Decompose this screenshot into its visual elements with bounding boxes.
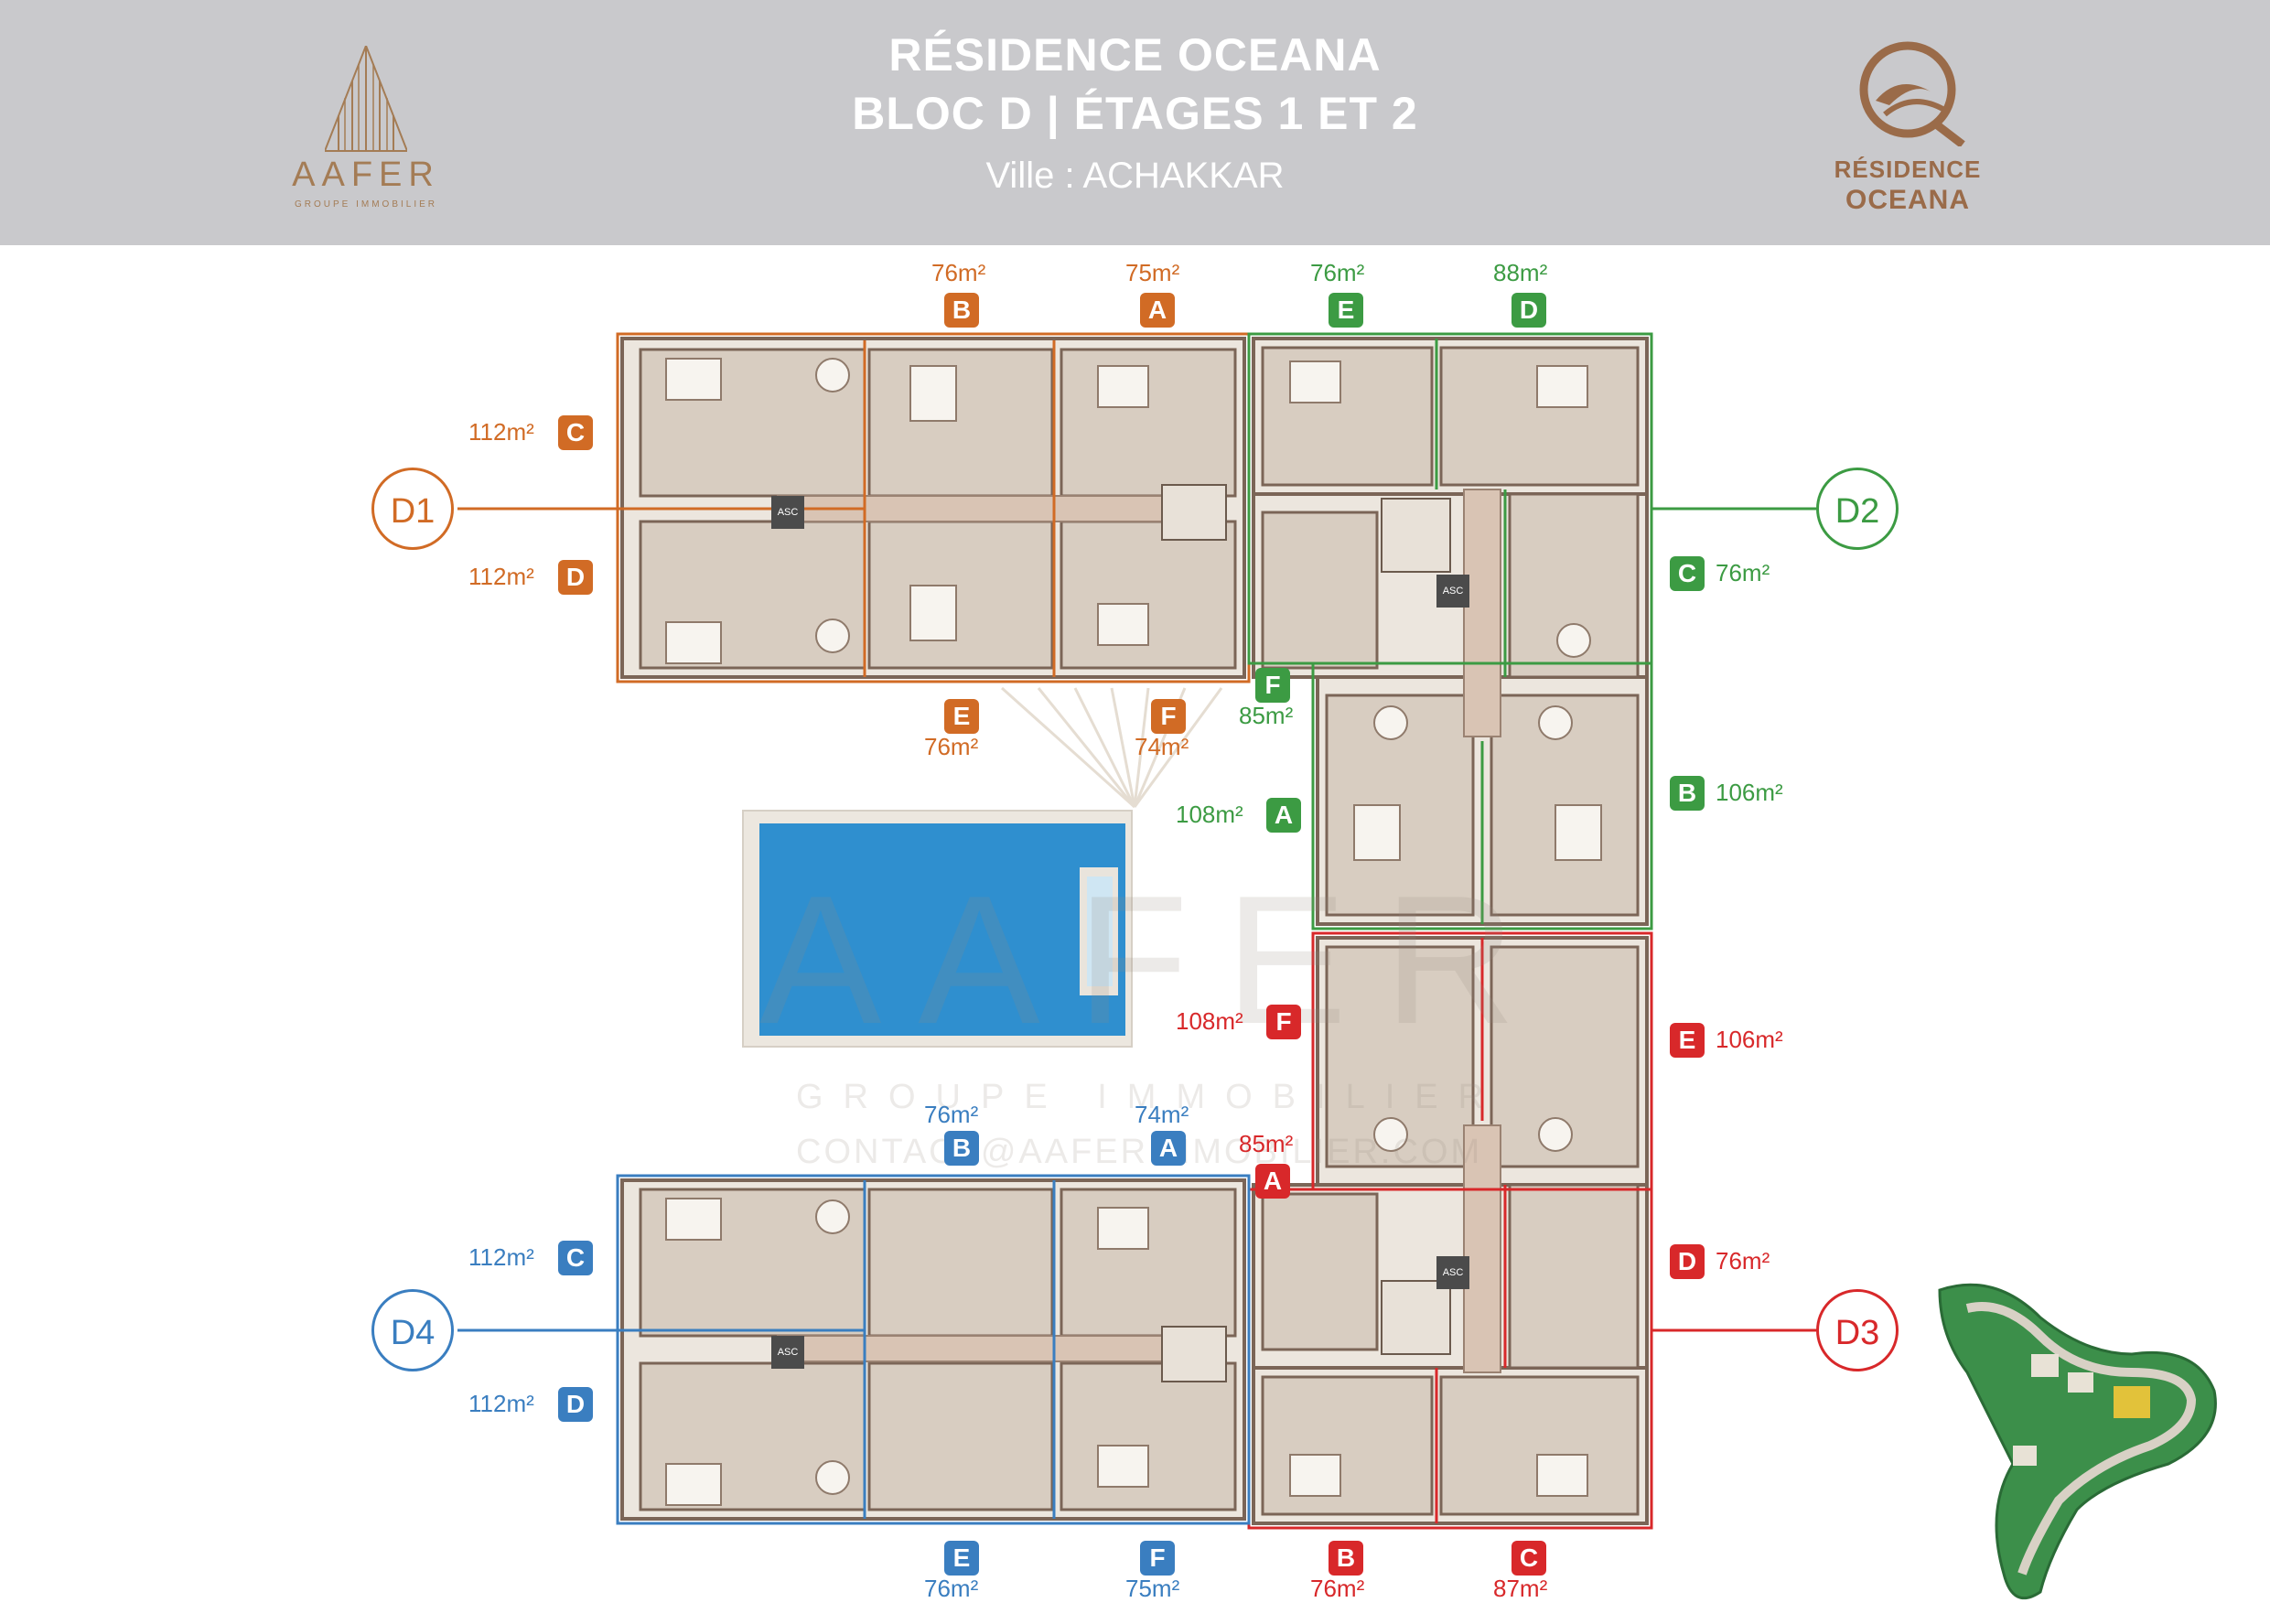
watermark-line1: GROUPE IMMOBILIER	[796, 1078, 1504, 1116]
d2-d-tag: D	[1512, 293, 1546, 328]
oceana-logo-line1: RÉSIDENCE	[1834, 156, 1982, 183]
bloc-label-d3: D3	[1816, 1289, 1899, 1371]
bloc-d2-plan	[1247, 332, 1816, 930]
watermark-big: AAFER	[759, 858, 1553, 1062]
d4-f-tag: F	[1140, 1541, 1175, 1576]
d1-c-area: 112m²	[468, 418, 534, 446]
d4-b-area: 76m²	[924, 1101, 979, 1128]
d2-c-tag: C	[1670, 556, 1705, 591]
d3-e-area: 106m²	[1716, 1026, 1783, 1053]
d2-e-area: 76m²	[1310, 259, 1365, 286]
d2-b-area: 106m²	[1716, 779, 1783, 806]
d2-c-area: 76m²	[1716, 559, 1770, 586]
d3-f-area: 108m²	[1176, 1007, 1243, 1035]
d4-b-tag: B	[944, 1131, 979, 1166]
d4-a-tag: A	[1151, 1131, 1186, 1166]
d1-c-tag: C	[558, 415, 593, 450]
d1-f-area: 74m²	[1135, 733, 1189, 760]
elevator-d3: ASC	[1436, 1256, 1469, 1289]
d3-d-area: 76m²	[1716, 1247, 1770, 1274]
oceana-logo-icon	[1859, 41, 1965, 146]
d2-f-tag: F	[1255, 668, 1290, 703]
d4-e-tag: E	[944, 1541, 979, 1576]
bloc-d1-plan	[457, 332, 1251, 683]
d1-e-area: 76m²	[924, 733, 979, 760]
aafer-logo-tagline: GROUPE IMMOBILIER	[294, 199, 437, 210]
oceana-logo-line2: OCEANA	[1845, 185, 1970, 215]
bloc-label-d4: D4	[371, 1289, 454, 1371]
bloc-d3-plan	[1247, 931, 1816, 1530]
d4-c-area: 112m²	[468, 1243, 534, 1271]
d3-b-tag: B	[1329, 1541, 1363, 1576]
page-subtitle: Ville : ACHAKKAR	[985, 156, 1285, 196]
d4-d-area: 112m²	[468, 1390, 534, 1417]
d1-d-area: 112m²	[468, 563, 534, 590]
d3-b-area: 76m²	[1310, 1575, 1365, 1602]
d1-a-area: 75m²	[1125, 259, 1180, 286]
bloc-label-d1: D1	[371, 468, 454, 550]
d3-a-area: 85m²	[1239, 1130, 1294, 1157]
elevator-d2: ASC	[1436, 575, 1469, 608]
d3-a-tag: A	[1255, 1164, 1290, 1199]
d1-f-tag: F	[1151, 699, 1186, 734]
swimming-pool	[742, 810, 1133, 1048]
d1-e-tag: E	[944, 699, 979, 734]
d4-a-area: 74m²	[1135, 1101, 1189, 1128]
oceana-logo: RÉSIDENCE OCEANA	[1807, 37, 2008, 229]
d4-c-tag: C	[558, 1241, 593, 1275]
d4-f-area: 75m²	[1125, 1575, 1180, 1602]
d3-d-tag: D	[1670, 1244, 1705, 1279]
header-bar: AAFER GROUPE IMMOBILIER RÉSIDENCE OCEANA…	[0, 0, 2270, 245]
d1-a-tag: A	[1140, 293, 1175, 328]
d3-c-tag: C	[1512, 1541, 1546, 1576]
floor-plan	[457, 332, 2217, 1600]
d1-b-area: 76m²	[931, 259, 986, 286]
d4-e-area: 76m²	[924, 1575, 979, 1602]
d2-f-area: 85m²	[1239, 702, 1294, 729]
elevator-d4: ASC	[771, 1336, 804, 1369]
d2-b-tag: B	[1670, 776, 1705, 811]
d2-a-area: 108m²	[1176, 801, 1243, 828]
watermark-line2: CONTACT@AAFERIMMOBILIER.COM	[796, 1133, 1483, 1171]
d1-b-tag: B	[944, 293, 979, 328]
title-line-2: BLOC D | ÉTAGES 1 ET 2	[852, 88, 1418, 139]
d2-d-area: 88m²	[1493, 259, 1548, 286]
bloc-label-d2: D2	[1816, 468, 1899, 550]
aafer-logo-icon	[325, 46, 407, 152]
d4-d-tag: D	[558, 1387, 593, 1422]
d2-a-tag: A	[1266, 798, 1301, 833]
site-minimap	[1938, 1283, 2217, 1600]
bloc-d4-plan	[457, 1174, 1251, 1525]
d3-c-area: 87m²	[1493, 1575, 1548, 1602]
d3-f-tag: F	[1266, 1005, 1301, 1039]
page-title: RÉSIDENCE OCEANA BLOC D | ÉTAGES 1 ET 2 …	[0, 26, 2270, 203]
d1-d-tag: D	[558, 560, 593, 595]
aafer-logo: AAFER GROUPE IMMOBILIER	[274, 37, 457, 220]
title-line-1: RÉSIDENCE OCEANA	[888, 29, 1382, 81]
d2-e-tag: E	[1329, 293, 1363, 328]
elevator-d1: ASC	[771, 496, 804, 529]
aafer-logo-word: AAFER	[292, 156, 440, 194]
d3-e-tag: E	[1670, 1023, 1705, 1058]
